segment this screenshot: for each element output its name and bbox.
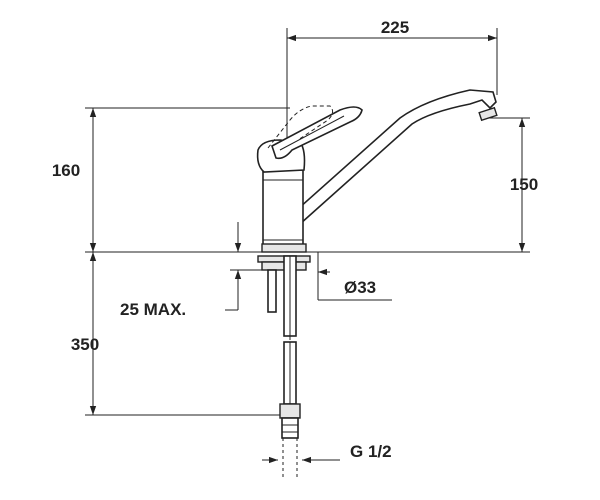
- dim-label-150: 150: [510, 175, 538, 194]
- hose-lower-assembly: [279, 341, 301, 480]
- lever-handle: [271, 106, 363, 160]
- spout: [288, 89, 497, 226]
- hose-nut: [279, 403, 301, 419]
- dimension-160: 160: [52, 107, 290, 252]
- aerator: [478, 106, 498, 122]
- dimension-diameter-33: Ø33: [317, 252, 392, 301]
- threaded-rod-left: [267, 269, 277, 313]
- dimension-25-max: 25 MAX.: [120, 222, 275, 319]
- faucet-body: [256, 89, 498, 253]
- dim-label-diameter-33: Ø33: [344, 278, 376, 297]
- dim-label-160: 160: [52, 161, 80, 180]
- dim-label-25-max: 25 MAX.: [120, 300, 186, 319]
- dimension-350: 350: [71, 252, 285, 416]
- dimension-g-half: G 1/2: [262, 442, 392, 464]
- hose-connector: [281, 417, 299, 439]
- lever-raised-outline: [267, 105, 334, 149]
- dim-label-350: 350: [71, 335, 99, 354]
- dimension-150: 150: [488, 117, 538, 252]
- base-ring: [261, 243, 307, 253]
- dim-label-225: 225: [381, 18, 409, 37]
- faucet-cylinder: [262, 169, 304, 247]
- dimension-225: 225: [286, 18, 498, 150]
- dim-label-g-half: G 1/2: [350, 442, 392, 461]
- mounting-assembly: [257, 255, 311, 340]
